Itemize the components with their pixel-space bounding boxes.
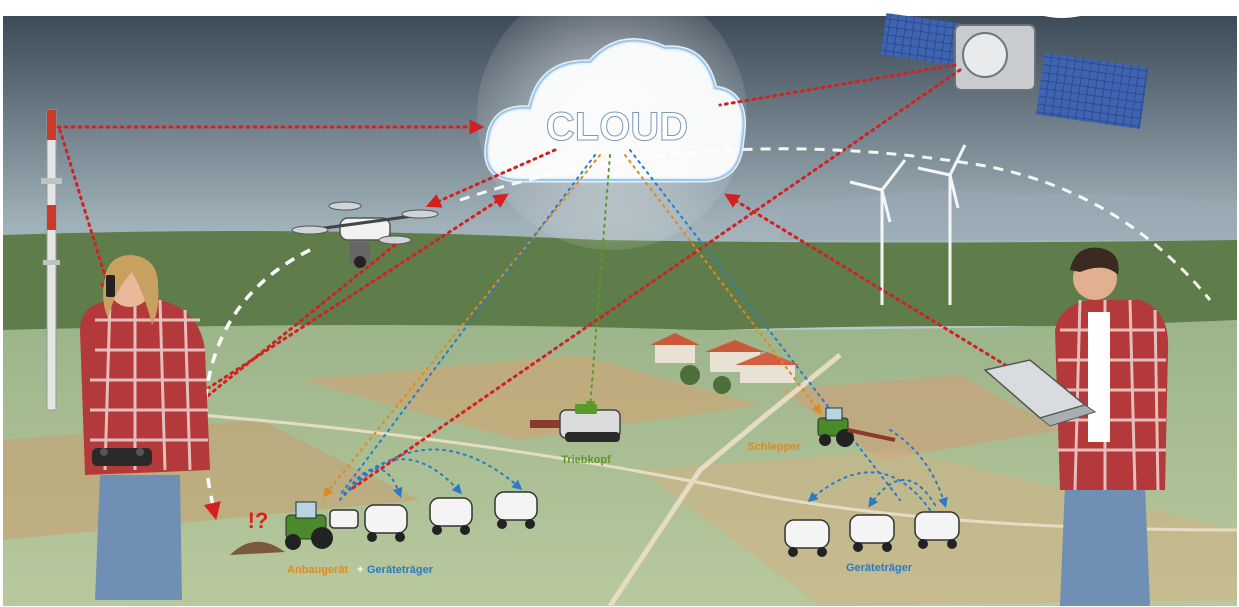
farm-buildings-icon bbox=[650, 333, 800, 394]
link-satellite-cloud bbox=[718, 63, 957, 107]
cloud-label: CLOUD bbox=[546, 105, 688, 149]
link-satellite-field bbox=[348, 68, 962, 492]
wind-turbine-icon bbox=[849, 144, 967, 305]
schlepper-label: Schlepper bbox=[747, 441, 801, 453]
smartphone-icon bbox=[106, 275, 115, 297]
geraetetraeger-right-label: Geräteträger bbox=[846, 562, 913, 574]
robot-vehicle-icon bbox=[784, 511, 960, 557]
link-laptop-cloud bbox=[724, 193, 1032, 382]
field-path bbox=[199, 413, 1238, 532]
tractor-icon bbox=[285, 501, 333, 550]
soil-mound bbox=[230, 541, 285, 555]
robot-vehicle-icon bbox=[329, 491, 538, 542]
cloud-connections bbox=[56, 63, 1032, 492]
plus-separator: + bbox=[357, 564, 363, 576]
swarm-links-right bbox=[807, 429, 948, 511]
triebkopf-vehicle-icon bbox=[530, 404, 621, 442]
satellite-icon bbox=[880, 0, 1149, 130]
link-tower-woman bbox=[58, 128, 115, 297]
farmer-woman-figure bbox=[80, 255, 210, 600]
link-drone-tractor bbox=[203, 243, 397, 400]
anbaugeraet-label: Anbaugerät bbox=[287, 564, 348, 576]
link-controller-cloud bbox=[188, 193, 509, 402]
laptop-icon bbox=[983, 359, 1097, 427]
distant-hills bbox=[780, 190, 1237, 240]
geraetetraeger-left-label: Geräteträger bbox=[367, 564, 434, 576]
link-cloud-drone bbox=[425, 148, 557, 208]
satellite-orbit-arc bbox=[459, 147, 1212, 301]
remote-controller-icon bbox=[92, 448, 152, 466]
field-strip-1 bbox=[300, 355, 760, 440]
cloud-icon bbox=[484, 38, 746, 183]
schlepper-tractor-icon bbox=[817, 407, 896, 447]
dirt-road bbox=[607, 353, 842, 607]
triebkopf-label: Triebkopf bbox=[561, 454, 611, 466]
cloud-to-vehicle-links bbox=[323, 149, 901, 501]
radio-tower-icon bbox=[41, 109, 62, 411]
drone-icon bbox=[291, 201, 439, 268]
farmer-man-figure bbox=[1055, 247, 1169, 606]
swarm-links-left bbox=[339, 448, 523, 501]
alert-marker: !? bbox=[248, 508, 269, 533]
